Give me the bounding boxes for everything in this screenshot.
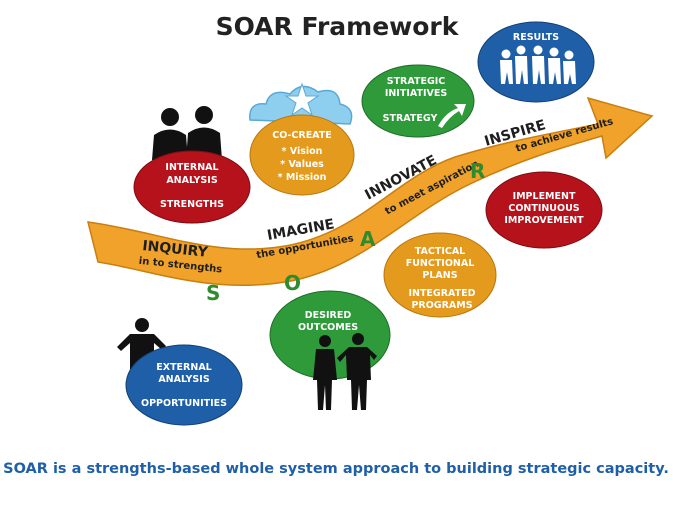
desired-line1: DESIRED: [305, 310, 352, 321]
implement-line2: CONTINUOUS: [508, 203, 579, 214]
cocreate-heading: CO-CREATE: [272, 130, 332, 141]
tactical-line1: TACTICAL: [415, 246, 465, 257]
oval-co-create: CO-CREATE * Vision * Values * Mission: [249, 114, 355, 196]
initiatives-line1: STRATEGIC: [387, 76, 446, 87]
diagram-title: SOAR Framework: [216, 12, 460, 41]
external-line1: EXTERNAL: [156, 362, 211, 373]
silhouette-group-results: [500, 45, 576, 84]
implement-line1: IMPLEMENT: [513, 191, 576, 202]
external-line2: ANALYSIS: [158, 374, 209, 385]
implement-line3: IMPROVEMENT: [504, 215, 584, 226]
letter-r: R: [470, 159, 485, 183]
stage-inquiry-title: INQUIRY: [142, 238, 210, 261]
tactical-line2: FUNCTIONAL: [406, 258, 475, 269]
oval-results: RESULTS: [477, 21, 595, 103]
letter-a: A: [360, 227, 376, 251]
strategy-arrow-icon: [438, 104, 466, 128]
results-label: RESULTS: [513, 32, 559, 43]
oval-internal-analysis: INTERNAL ANALYSIS STRENGTHS: [133, 150, 251, 224]
tactical-line4: INTEGRATED: [408, 288, 475, 299]
tactical-line3: PLANS: [422, 270, 457, 281]
cocreate-item1: * Vision: [282, 146, 323, 157]
tactical-line5: PROGRAMS: [411, 300, 472, 311]
oval-external-analysis: EXTERNAL ANALYSIS OPPORTUNITIES: [125, 344, 243, 426]
desired-line2: OUTCOMES: [298, 322, 358, 333]
oval-tactical: TACTICAL FUNCTIONAL PLANS INTEGRATED PRO…: [383, 232, 497, 318]
oval-strategic-initiatives: STRATEGIC INITIATIVES STRATEGY: [361, 64, 475, 138]
oval-implement: IMPLEMENT CONTINUOUS IMPROVEMENT: [485, 171, 603, 249]
letter-o: O: [284, 271, 301, 295]
silhouette-pair-bottom: [313, 333, 377, 410]
letter-s: S: [206, 281, 220, 305]
internal-line1: INTERNAL: [165, 162, 218, 173]
cloud-star-icon: [249, 82, 353, 125]
internal-line2: ANALYSIS: [166, 175, 217, 186]
arrow-body: [87, 96, 654, 287]
footer-caption: SOAR is a strengths-based whole system a…: [3, 461, 669, 477]
soar-arrow: [87, 96, 654, 287]
initiatives-line2: INITIATIVES: [385, 88, 448, 99]
initiatives-line3: STRATEGY: [383, 113, 438, 124]
cocreate-item2: * Values: [280, 159, 324, 170]
internal-line3: STRENGTHS: [160, 199, 224, 210]
external-line3: OPPORTUNITIES: [141, 398, 227, 409]
cocreate-item3: * Mission: [278, 172, 327, 183]
